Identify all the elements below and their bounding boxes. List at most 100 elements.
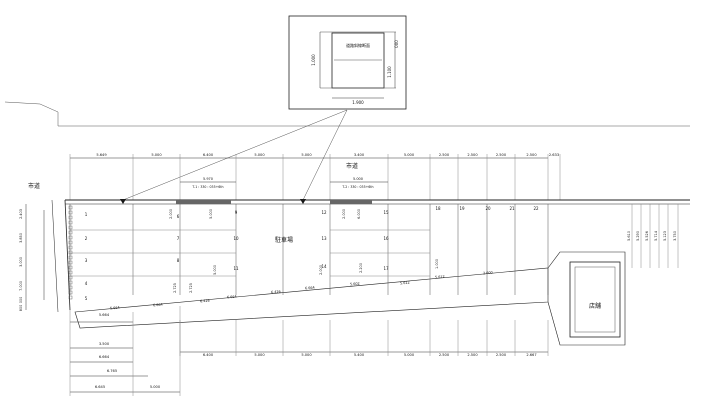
bottom-dim-value: 2.667 — [526, 353, 536, 357]
stall-number: 9 — [235, 210, 238, 215]
curb-block — [68, 205, 73, 210]
bottom-dim-value: 6.400 — [203, 353, 214, 357]
stall-number: 1 — [85, 212, 88, 217]
leader-line-left — [122, 109, 348, 201]
diagonal-dimensions: 5.664 6.664 6.426 6.664 6.426 6.664 5.602 5.612… — [110, 271, 493, 311]
stall-number: 6 — [177, 214, 180, 219]
curb-block — [68, 290, 73, 295]
top-dim-value: 5.000 — [254, 153, 265, 157]
lower-dim-value: 3.500 — [99, 342, 110, 346]
section-inset: 道路斜線断面 1.000 1.100 000 1.900 — [288, 15, 407, 110]
stall-vertical-dim: 2.725 — [173, 283, 177, 293]
curb-block — [68, 230, 73, 235]
right-dim-value: 5.526 — [645, 231, 649, 241]
top-dim-value: 6.400 — [203, 153, 214, 157]
left-dim-value: 000 — [19, 297, 23, 303]
bottom-dim-value: 5.400 — [354, 353, 365, 357]
top-dim-value: 5.000 — [301, 153, 312, 157]
curb-block — [68, 235, 73, 240]
top-dim-value: 2.633 — [549, 153, 559, 157]
top-dim-value: 2.500 — [439, 153, 450, 157]
lower-dim-value: 6.664 — [99, 355, 110, 359]
inset-title: 道路斜線断面 — [346, 42, 370, 48]
lower-dim-value: 6.765 — [107, 369, 117, 373]
inset-dim-left: 1.000 — [311, 54, 316, 66]
bottom-dim-value: 5.000 — [254, 353, 265, 357]
bottom-dim-value: 2.500 — [439, 353, 450, 357]
bottom-dim-value: 2.500 — [467, 353, 478, 357]
inset-dim-topright: 000 — [394, 40, 399, 48]
top-dim-value: 3.400 — [354, 153, 365, 157]
stall-number: 15 — [383, 210, 389, 215]
stall-vertical-dim: 2.000 — [342, 209, 346, 219]
stall-number: 17 — [383, 266, 389, 271]
diagonal-dim-value: 5.664 — [110, 306, 120, 311]
road-label-top: 市道 — [346, 162, 358, 170]
right-dim-value: 5.714 — [654, 231, 658, 241]
bottom-dim-value: 2.500 — [496, 353, 507, 357]
curb-block — [68, 280, 73, 285]
inset-dim-width: 1.900 — [352, 100, 364, 105]
right-dim-value: 5.123 — [663, 231, 667, 241]
top-dim-value: 2.500 — [526, 153, 537, 157]
stall-number: 10 — [233, 236, 239, 241]
stall-number: 20 — [485, 206, 491, 211]
stall-number: 7 — [177, 236, 180, 241]
left-dim-value: 2.403 — [19, 209, 23, 219]
left-dim-value: 3.850 — [19, 233, 23, 243]
callout-dim-1: 5.970 — [203, 177, 213, 181]
top-dimension-line: 5.649 5.000 6.400 5.000 5.000 3.400 5.000 2.500… — [69, 153, 561, 200]
callout-dim-2: 5.000 — [353, 177, 363, 181]
top-dim-value: 5.000 — [151, 153, 162, 157]
left-dim-value: 3.000 — [19, 257, 23, 267]
stall-number: 16 — [383, 236, 389, 241]
top-dim-value: 5.000 — [404, 153, 415, 157]
diagonal-dim-value: 6.426 — [271, 290, 281, 295]
diagonal-dim-value: 6.664 — [153, 303, 163, 308]
stall-vertical-dim: 6.000 — [357, 209, 361, 219]
diagonal-dim-value: 6.664 — [227, 295, 237, 300]
diagonal-dim-value: 5.612 — [400, 281, 410, 286]
stall-number: 22 — [533, 206, 539, 211]
leader-line-right — [302, 109, 348, 201]
left-dim-value: 7.000 — [19, 281, 23, 291]
stall-vertical-dim: 1.000 — [435, 259, 439, 269]
top-dim-value: 2.500 — [467, 153, 478, 157]
right-dim-value: 3.750 — [673, 231, 677, 241]
stall-number: 5 — [85, 296, 88, 301]
curb-block — [68, 215, 73, 220]
stall-vertical-dim: 2.000 — [319, 265, 323, 275]
road-edge-upper — [4, 101, 59, 113]
diagonal-dim-value: 6.664 — [305, 286, 315, 291]
stall-vertical-dim: 5.000 — [209, 209, 213, 219]
road-label-left: 市道 — [28, 182, 40, 190]
inset-dim-right: 1.100 — [387, 66, 392, 78]
diagonal-dim-value: 5.612 — [435, 275, 445, 280]
stall-number: 13 — [321, 236, 327, 241]
diagonal-dim-value: 2.600 — [483, 271, 493, 276]
top-dim-value: 5.649 — [96, 153, 107, 157]
curb-block — [68, 275, 73, 280]
left-dim-value: 800 — [19, 305, 23, 311]
curb-block — [68, 255, 73, 260]
stall-number: 19 — [459, 206, 465, 211]
stall-number: 2 — [85, 236, 88, 241]
left-dimensions: 2.403 3.850 3.000 7.000 000 800 — [19, 204, 45, 311]
curb-block — [68, 220, 73, 225]
lower-dim-value: 6.645 — [95, 385, 105, 389]
store-label: 店舗 — [589, 302, 601, 310]
stall-number: 11 — [233, 266, 239, 271]
curb-block — [68, 225, 73, 230]
diagonal-dim-value: 5.602 — [350, 282, 360, 287]
curb-block — [68, 240, 73, 245]
stall-vertical-dim: 2.000 — [169, 209, 173, 219]
store-building: 店舗 — [569, 261, 621, 338]
curb-block — [68, 245, 73, 250]
site-boundary — [51, 199, 690, 346]
diagonal-dim-value: 6.426 — [200, 299, 210, 304]
right-dim-value: 5.290 — [636, 231, 640, 241]
